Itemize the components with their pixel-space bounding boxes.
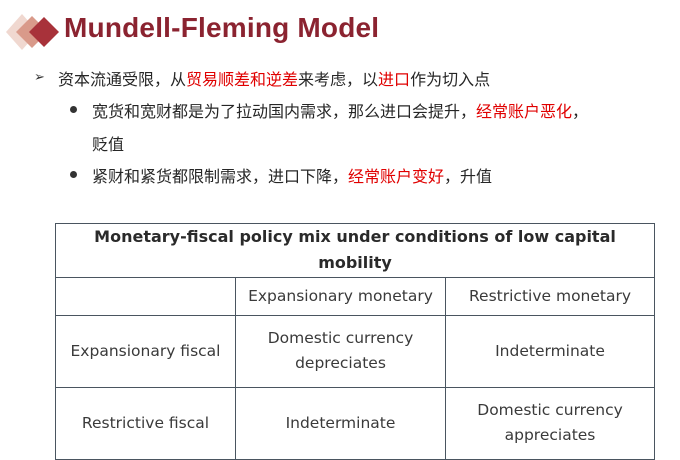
row-header-expansionary-fiscal: Expansionary fiscal xyxy=(55,314,236,388)
table-corner-cell xyxy=(55,276,236,316)
column-header-expansionary-monetary: Expansionary monetary xyxy=(235,276,446,316)
main-point-text: 作为切入点 xyxy=(410,72,491,89)
sub-point-highlight: 经常账户恶化 xyxy=(476,104,573,121)
table-cell: Indeterminate xyxy=(444,314,656,388)
cell-line: appreciates xyxy=(504,426,596,445)
main-point-text: 来考虑，以 xyxy=(298,72,379,89)
dot-bullet-icon xyxy=(70,171,77,178)
diamond-logo-icon xyxy=(6,14,59,50)
sub-point-2: 紧财和紧货都限制需求，进口下降，经常账户变好，升值 xyxy=(92,163,492,187)
sub-point-text: ， xyxy=(572,104,589,121)
sub-point-text: ，升值 xyxy=(444,169,493,186)
main-point: 资本流通受限，从贸易顺差和逆差来考虑，以进口作为切入点 xyxy=(58,66,490,90)
table-cell: Domestic currency appreciates xyxy=(444,386,656,460)
cell-line: Indeterminate xyxy=(285,413,396,432)
table-cell: Domestic currency depreciates xyxy=(235,314,446,388)
cell-line: Domestic currency xyxy=(267,328,414,347)
main-point-highlight: 进口 xyxy=(378,72,411,89)
policy-mix-table: Monetary-fiscal policy mix under conditi… xyxy=(54,223,656,460)
main-point-text: 资本流通受限，从 xyxy=(58,72,187,89)
sub-point-1: 宽货和宽财都是为了拉动国内需求，那么进口会提升，经常账户恶化， xyxy=(92,98,588,122)
page-title: Mundell-Fleming Model xyxy=(64,12,380,43)
column-header-restrictive-monetary: Restrictive monetary xyxy=(444,276,656,316)
cell-line: Domestic currency xyxy=(477,400,623,419)
table-caption: Monetary-fiscal policy mix under conditi… xyxy=(54,223,656,278)
sub-point-highlight: 经常账户变好 xyxy=(348,169,445,186)
cell-line: Indeterminate xyxy=(495,341,605,360)
table-cell: Indeterminate xyxy=(235,386,446,460)
arrow-bullet-icon: ➢ xyxy=(34,69,45,84)
sub-point-text: 紧财和紧货都限制需求，进口下降， xyxy=(92,169,349,186)
sub-point-text: 宽货和宽财都是为了拉动国内需求，那么进口会提升， xyxy=(92,104,477,121)
main-point-highlight: 贸易顺差和逆差 xyxy=(186,72,299,89)
table-row: Expansionary fiscal Domestic currency de… xyxy=(55,314,656,388)
sub-point-1-continued: 贬值 xyxy=(92,137,125,154)
row-header-restrictive-fiscal: Restrictive fiscal xyxy=(55,386,236,460)
table-row: Restrictive fiscal Indeterminate Domesti… xyxy=(55,386,656,460)
cell-line: depreciates xyxy=(295,354,386,373)
dot-bullet-icon xyxy=(70,106,77,113)
